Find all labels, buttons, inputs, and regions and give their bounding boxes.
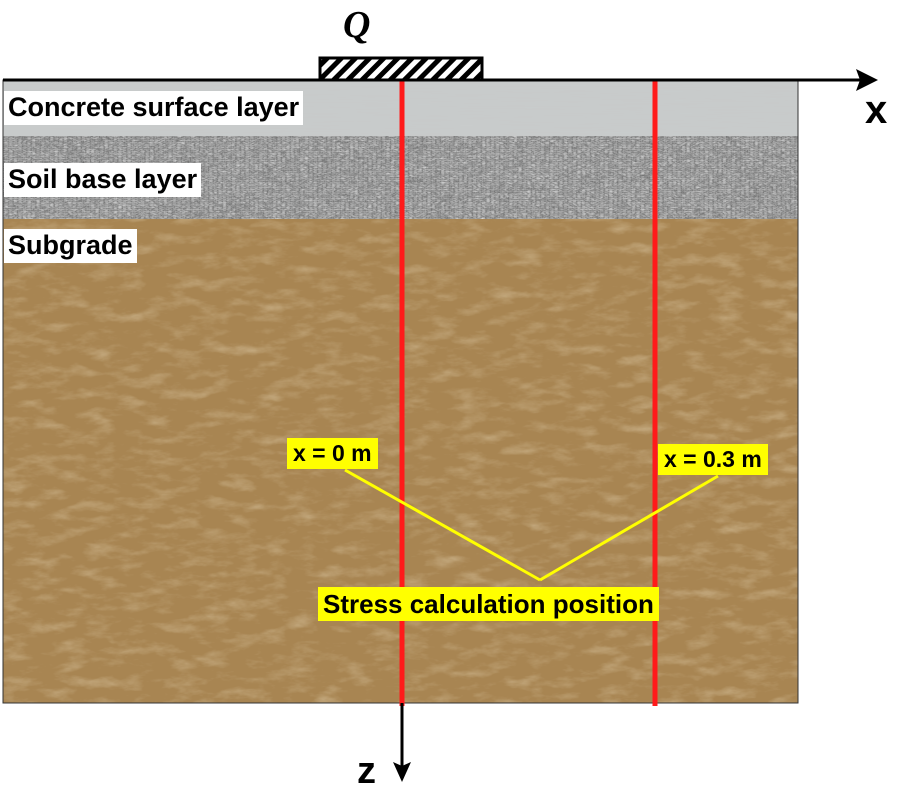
x-axis-label: x bbox=[865, 88, 888, 132]
load-pad bbox=[318, 56, 484, 82]
concrete-layer-label: Concrete surface layer bbox=[4, 91, 304, 125]
load-label: Q bbox=[343, 4, 371, 46]
callout-leaders bbox=[344, 468, 719, 582]
position-label-x0: x = 0 m bbox=[287, 438, 378, 469]
stress-position-callout: Stress calculation position bbox=[318, 587, 659, 621]
subgrade-label: Subgrade bbox=[4, 229, 137, 263]
z-axis bbox=[393, 703, 411, 782]
soil-base-layer-label: Soil base layer bbox=[4, 163, 202, 197]
position-label-x03: x = 0.3 m bbox=[658, 444, 768, 475]
z-axis-label: z bbox=[357, 750, 376, 792]
